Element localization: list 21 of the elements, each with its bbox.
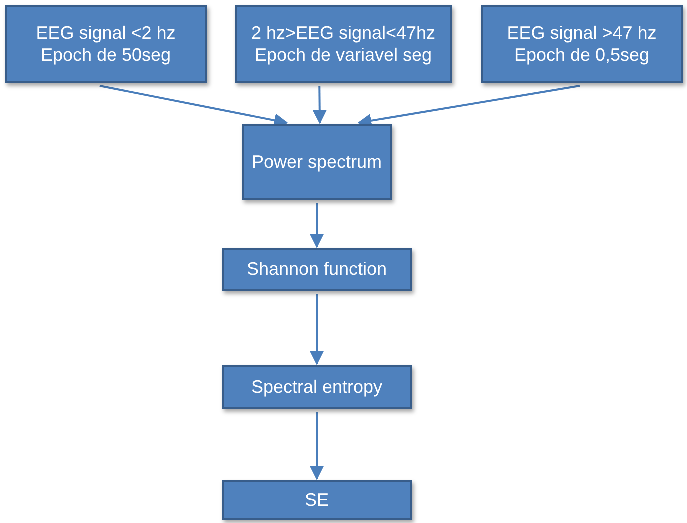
box-text: Power spectrum <box>252 150 382 174</box>
process-box <box>235 5 452 83</box>
arrow <box>310 203 324 248</box>
box-text: Shannon function <box>246 258 388 281</box>
arrow <box>312 86 327 124</box>
box-text: Epoch de 0,5seg <box>514 44 650 66</box>
box-text: Epoch de variavel seg <box>254 44 432 66</box>
process-box <box>222 365 412 409</box>
process-box <box>242 124 392 200</box>
arrow <box>310 294 324 366</box>
arrow <box>310 412 324 480</box>
box-text: Epoch de 50seg <box>40 44 172 66</box>
box-text: 2 hz>EEG signal<47hz <box>251 22 436 44</box>
process-box <box>481 5 683 83</box>
box-text: EEG signal <2 hz <box>36 22 176 44</box>
process-box <box>5 5 207 83</box>
process-box <box>222 480 412 520</box>
process-box <box>222 248 412 291</box>
box-text: EEG signal >47 hz <box>507 22 657 44</box>
box-text: SE <box>304 488 329 512</box>
box-text: Spectral entropy <box>251 376 383 398</box>
